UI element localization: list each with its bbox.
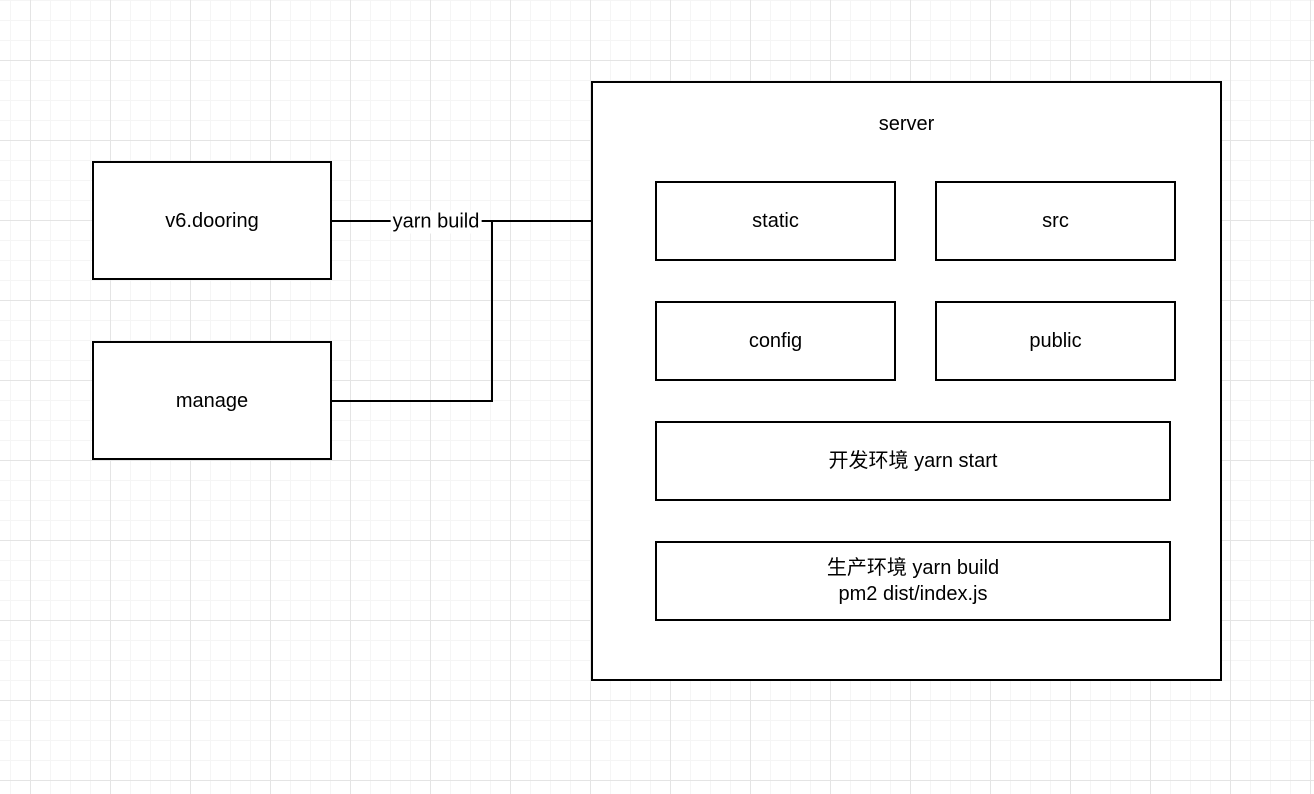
node-manage-label: manage [175, 389, 249, 412]
node-static[interactable]: static [655, 181, 896, 261]
node-static-label: static [752, 210, 799, 232]
node-src-label: src [1042, 210, 1069, 232]
node-dev-env[interactable]: 开发环境 yarn start [655, 421, 1171, 501]
node-v6-dooring-label: v6.dooring [165, 209, 259, 232]
node-public-label: public [1029, 330, 1082, 352]
edge-manage-horizontal [331, 400, 493, 402]
edge-manage-vertical [491, 220, 493, 402]
node-prod-env-label-line1: 生产环境 yarn build [826, 557, 1000, 579]
node-config[interactable]: config [655, 301, 896, 381]
node-public[interactable]: public [935, 301, 1176, 381]
node-prod-env[interactable]: 生产环境 yarn build pm2 dist/index.js [655, 541, 1171, 621]
node-v6-dooring[interactable]: v6.dooring [92, 161, 332, 280]
edge-yarn-build-horizontal [331, 220, 641, 222]
node-config-label: config [748, 330, 803, 352]
node-prod-env-label-line2: pm2 dist/index.js [838, 583, 988, 605]
node-server-label: server [878, 113, 935, 135]
node-src[interactable]: src [935, 181, 1176, 261]
node-manage[interactable]: manage [92, 341, 332, 460]
edge-label-yarn-build: yarn build [390, 210, 482, 234]
node-server[interactable]: server static src config public 开发环境 yar… [591, 81, 1222, 681]
node-dev-env-label: 开发环境 yarn start [828, 450, 998, 472]
